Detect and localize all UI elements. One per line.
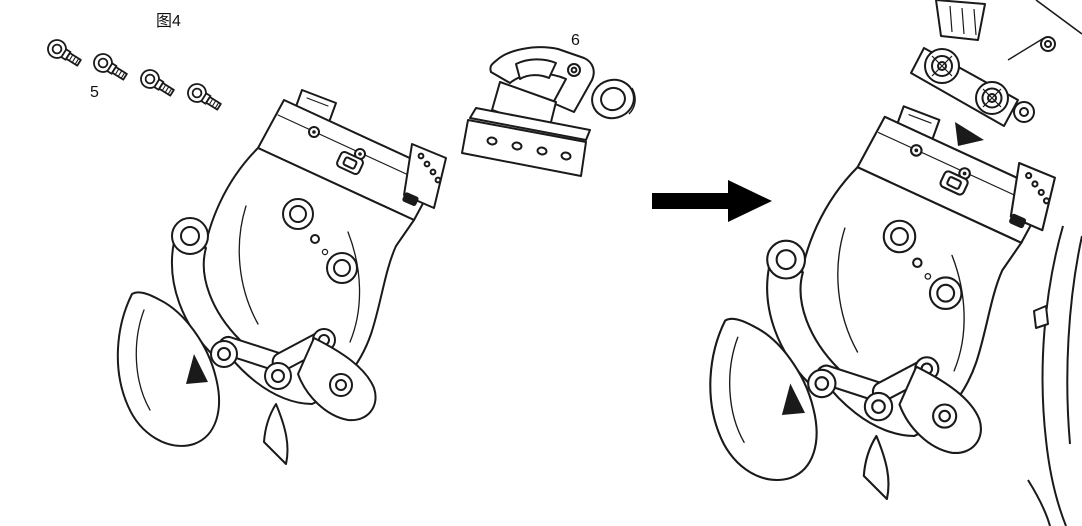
screw-1 [43, 35, 85, 72]
screw-2 [89, 49, 131, 86]
screw-4 [183, 79, 225, 116]
screws-illustration [43, 35, 225, 116]
figure-title: 图4 [156, 13, 181, 30]
robot-arm-illustration [910, 0, 1082, 526]
callout-6-label: 6 [571, 32, 580, 49]
transform-arrow [652, 180, 772, 222]
bracket-illustration [461, 46, 636, 177]
assembled-gripper-illustration [709, 105, 1056, 501]
gripper-illustration [116, 89, 448, 465]
screw-3 [136, 65, 178, 102]
callout-5-label: 5 [90, 84, 99, 101]
